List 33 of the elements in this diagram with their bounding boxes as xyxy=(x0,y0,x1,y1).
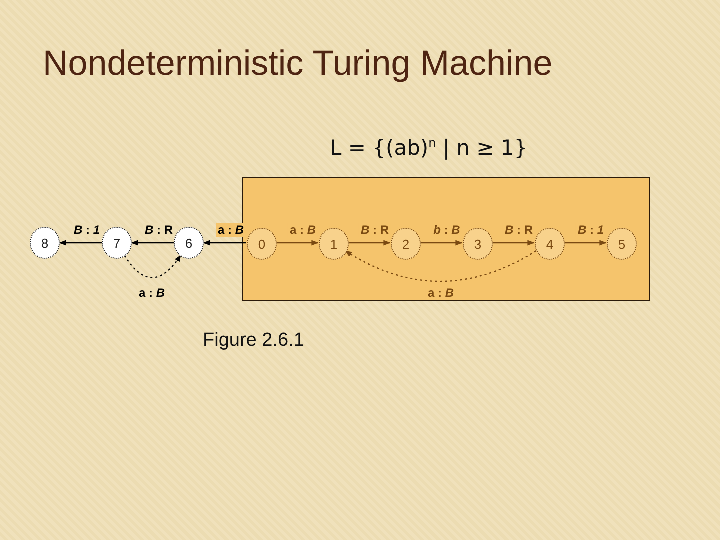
transition-arrow xyxy=(131,240,174,246)
state-circle: 0 xyxy=(247,228,277,260)
transition-arrow xyxy=(345,250,537,282)
transition-arrow xyxy=(203,240,246,246)
transition-arrow xyxy=(420,240,463,246)
edge-label: a : B xyxy=(137,286,167,300)
state-circle: 1 xyxy=(319,228,349,260)
state-circle: 7 xyxy=(102,227,132,259)
state-circle: 8 xyxy=(30,227,60,259)
edge-label: b : B xyxy=(432,223,462,237)
transition-arrow xyxy=(276,240,319,246)
state-circle: 5 xyxy=(607,228,637,260)
state-circle: 3 xyxy=(463,228,493,260)
panel-box xyxy=(242,177,650,301)
slide-title: Nondeterministic Turing Machine xyxy=(43,44,553,84)
edge-label: B : R xyxy=(503,223,535,237)
edge-label: B : 1 xyxy=(576,223,606,237)
edge-label: a : B xyxy=(426,286,456,300)
edge-label: a : B xyxy=(288,223,318,237)
transition-arrow xyxy=(492,240,535,246)
state-circle: 4 xyxy=(535,228,565,260)
transition-arrow xyxy=(59,240,102,246)
edge-label: B : 1 xyxy=(72,223,102,237)
state-circle: 2 xyxy=(391,228,421,260)
transition-arrow xyxy=(124,255,182,278)
state-circle: 6 xyxy=(174,227,204,259)
language-formula: L = {(ab)$^{n}$ | n ≥ 1} xyxy=(330,136,528,160)
transition-arrow xyxy=(564,240,607,246)
transition-arrow xyxy=(348,240,391,246)
figure-caption: Figure 2.6.1 xyxy=(203,330,304,352)
edge-label: a : B xyxy=(216,223,246,237)
edge-label: B : R xyxy=(143,223,175,237)
edge-label: B : R xyxy=(359,223,391,237)
